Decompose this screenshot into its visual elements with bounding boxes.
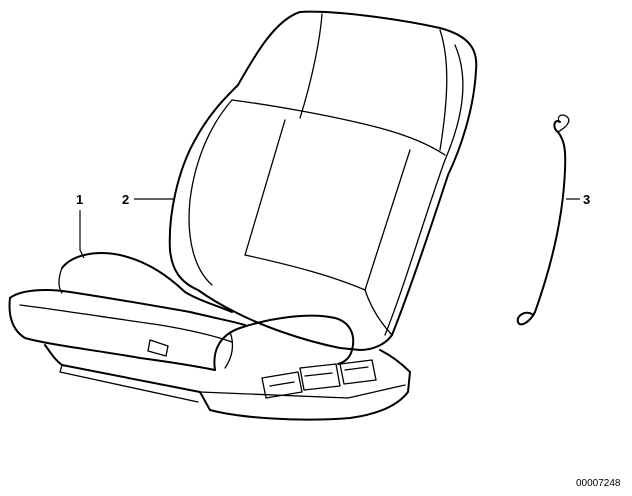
document-number: 00007248 (576, 478, 621, 489)
callout-3: 3 (566, 192, 590, 207)
wire-hook-top-loop (557, 114, 570, 133)
backrest-lower-bolster (364, 289, 393, 336)
callout-1-label: 1 (76, 192, 83, 207)
backrest-lower-seam (244, 254, 366, 291)
seat-frame-front (59, 364, 199, 403)
seat-cushion-front (8, 297, 216, 371)
callout-1-leader-end (79, 232, 85, 259)
callout-1: 1 (76, 192, 85, 259)
wire-hook (516, 114, 570, 326)
backrest-top-seam (231, 99, 446, 156)
callout-2-label: 2 (122, 192, 129, 207)
seat-right-bolster-seam (224, 331, 234, 369)
seat-cushion-top (9, 289, 246, 326)
seat-front-tab (147, 339, 169, 357)
seat-adjuster-detail (269, 366, 369, 387)
callout-2: 2 (122, 192, 174, 207)
seat-frame-lower (199, 384, 406, 399)
seat-rear-bolster (61, 252, 233, 313)
wire-hook-rod (534, 120, 567, 313)
seat-cushion-seam (19, 304, 233, 343)
seat-cushion-left-side (58, 267, 63, 294)
backrest-left-inner (188, 99, 233, 286)
backrest-side-bolster (384, 44, 464, 336)
callout-3-label: 3 (583, 192, 590, 207)
seat-adjuster-mid (299, 363, 341, 391)
seat-frame-outline (44, 344, 411, 421)
wire-hook-bottom-loop (516, 311, 536, 326)
seat-frame (44, 344, 411, 421)
backrest-cover (168, 10, 478, 351)
backrest-top-vertical-seam (299, 13, 323, 119)
seat-adjuster-left (261, 371, 303, 399)
backrest-top-right-seam (439, 29, 448, 151)
backrest-center-panel (244, 119, 411, 291)
seat-right-bolster (213, 314, 355, 371)
seat-adjuster-right (339, 359, 377, 385)
seat-cushion-cover (8, 252, 355, 371)
backrest-outline (168, 10, 478, 351)
